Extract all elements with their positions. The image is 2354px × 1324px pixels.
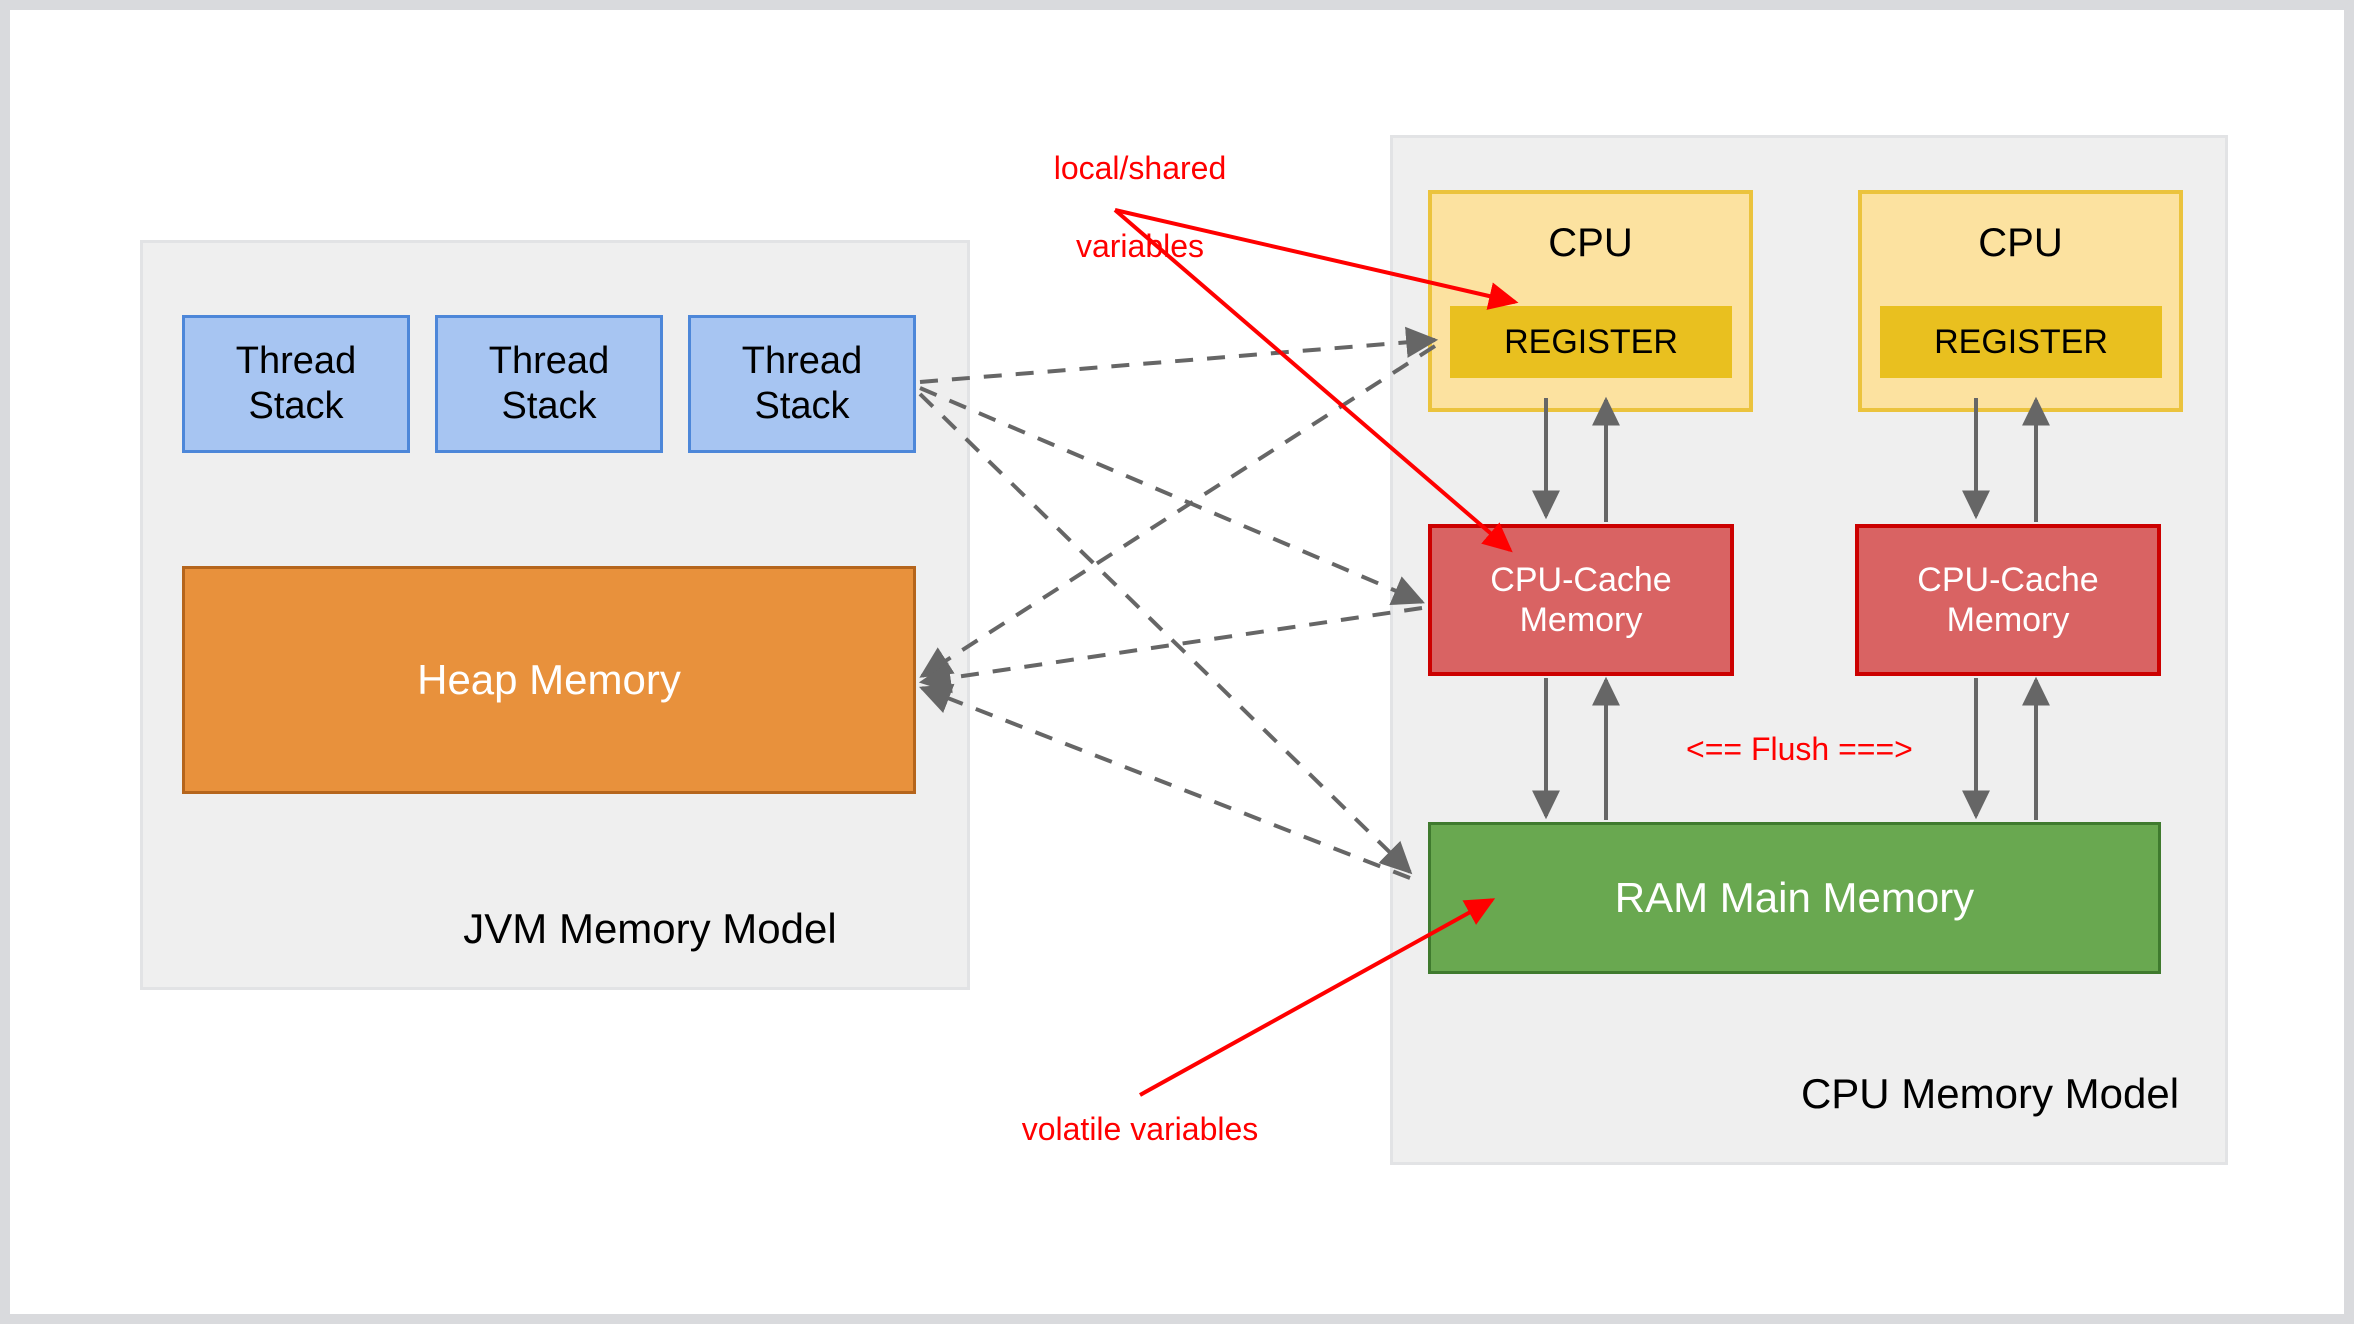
flush-label: <== Flush ===> [1686,731,1913,767]
jvm-memory-model-title: JVM Memory Model [463,905,837,952]
thread-stack-box-2: Thread Stack [435,315,663,453]
register-label-2: REGISTER [1934,322,2108,361]
thread-stack-label-2-line1: Thread [488,340,610,383]
cpu-cache-memory-box-2: CPU-Cache Memory [1855,524,2161,676]
cpu-cache-memory-label-2-line1: CPU-Cache [1917,560,2099,599]
thread-stack-label-3-line2: Stack [754,385,850,427]
thread-stack-label-1-line1: Thread [235,340,357,383]
cpu-cache-memory-label-2-line2: Memory [1946,601,2070,639]
local-shared-variables-label: local/shared variables [1020,110,1260,305]
cpu-cache-memory-box-1: CPU-Cache Memory [1428,524,1734,676]
dashed-arrow-threadstack-to-cache [919,386,1425,606]
thread-stack-label-3: Thread Stack [742,339,862,429]
dashed-arrow-threadstack-to-register [919,326,1439,384]
thread-stack-label-2: Thread Stack [489,339,609,429]
cpu-label-2: CPU [1978,221,2063,265]
cpu-cache-memory-label-1-line2: Memory [1519,601,1643,639]
cpu-memory-model-title: CPU Memory Model [1800,1070,2180,1117]
thread-stack-label-1: Thread Stack [236,339,356,429]
volatile-variables-label: volatile variables [1021,1111,1259,1147]
thread-stack-box-3: Thread Stack [688,315,916,453]
dashed-arrow-cache-to-heap [918,606,1423,694]
thread-stack-label-3-line1: Thread [741,340,863,383]
local-shared-variables-line2: variables [1075,228,1205,265]
ram-main-memory-box: RAM Main Memory [1428,822,2161,974]
local-shared-variables-line1: local/shared [1053,150,1227,187]
register-box-2: REGISTER [1880,306,2162,378]
cpu-cache-memory-label-2: CPU-Cache Memory [1917,560,2098,640]
register-box-1: REGISTER [1450,306,1732,378]
dashed-arrow-register-to-heap [919,344,1437,678]
thread-stack-label-1-line2: Stack [248,385,344,427]
cpu-label-1: CPU [1548,221,1633,265]
register-label-1: REGISTER [1504,322,1678,361]
dashed-arrow-ram-to-heap [919,683,1411,880]
cpu-box-1: CPU [1428,190,1753,412]
ram-main-memory-label: RAM Main Memory [1614,874,1975,922]
heap-memory-box: Heap Memory [182,566,916,794]
cpu-cache-memory-label-1: CPU-Cache Memory [1490,560,1671,640]
thread-stack-box-1: Thread Stack [182,315,410,453]
cpu-box-2: CPU [1858,190,2183,412]
heap-memory-label: Heap Memory [417,656,681,704]
thread-stack-label-2-line2: Stack [501,385,597,427]
dashed-arrow-threadstack-to-ram [918,392,1413,875]
cpu-cache-memory-label-1-line1: CPU-Cache [1490,560,1672,599]
